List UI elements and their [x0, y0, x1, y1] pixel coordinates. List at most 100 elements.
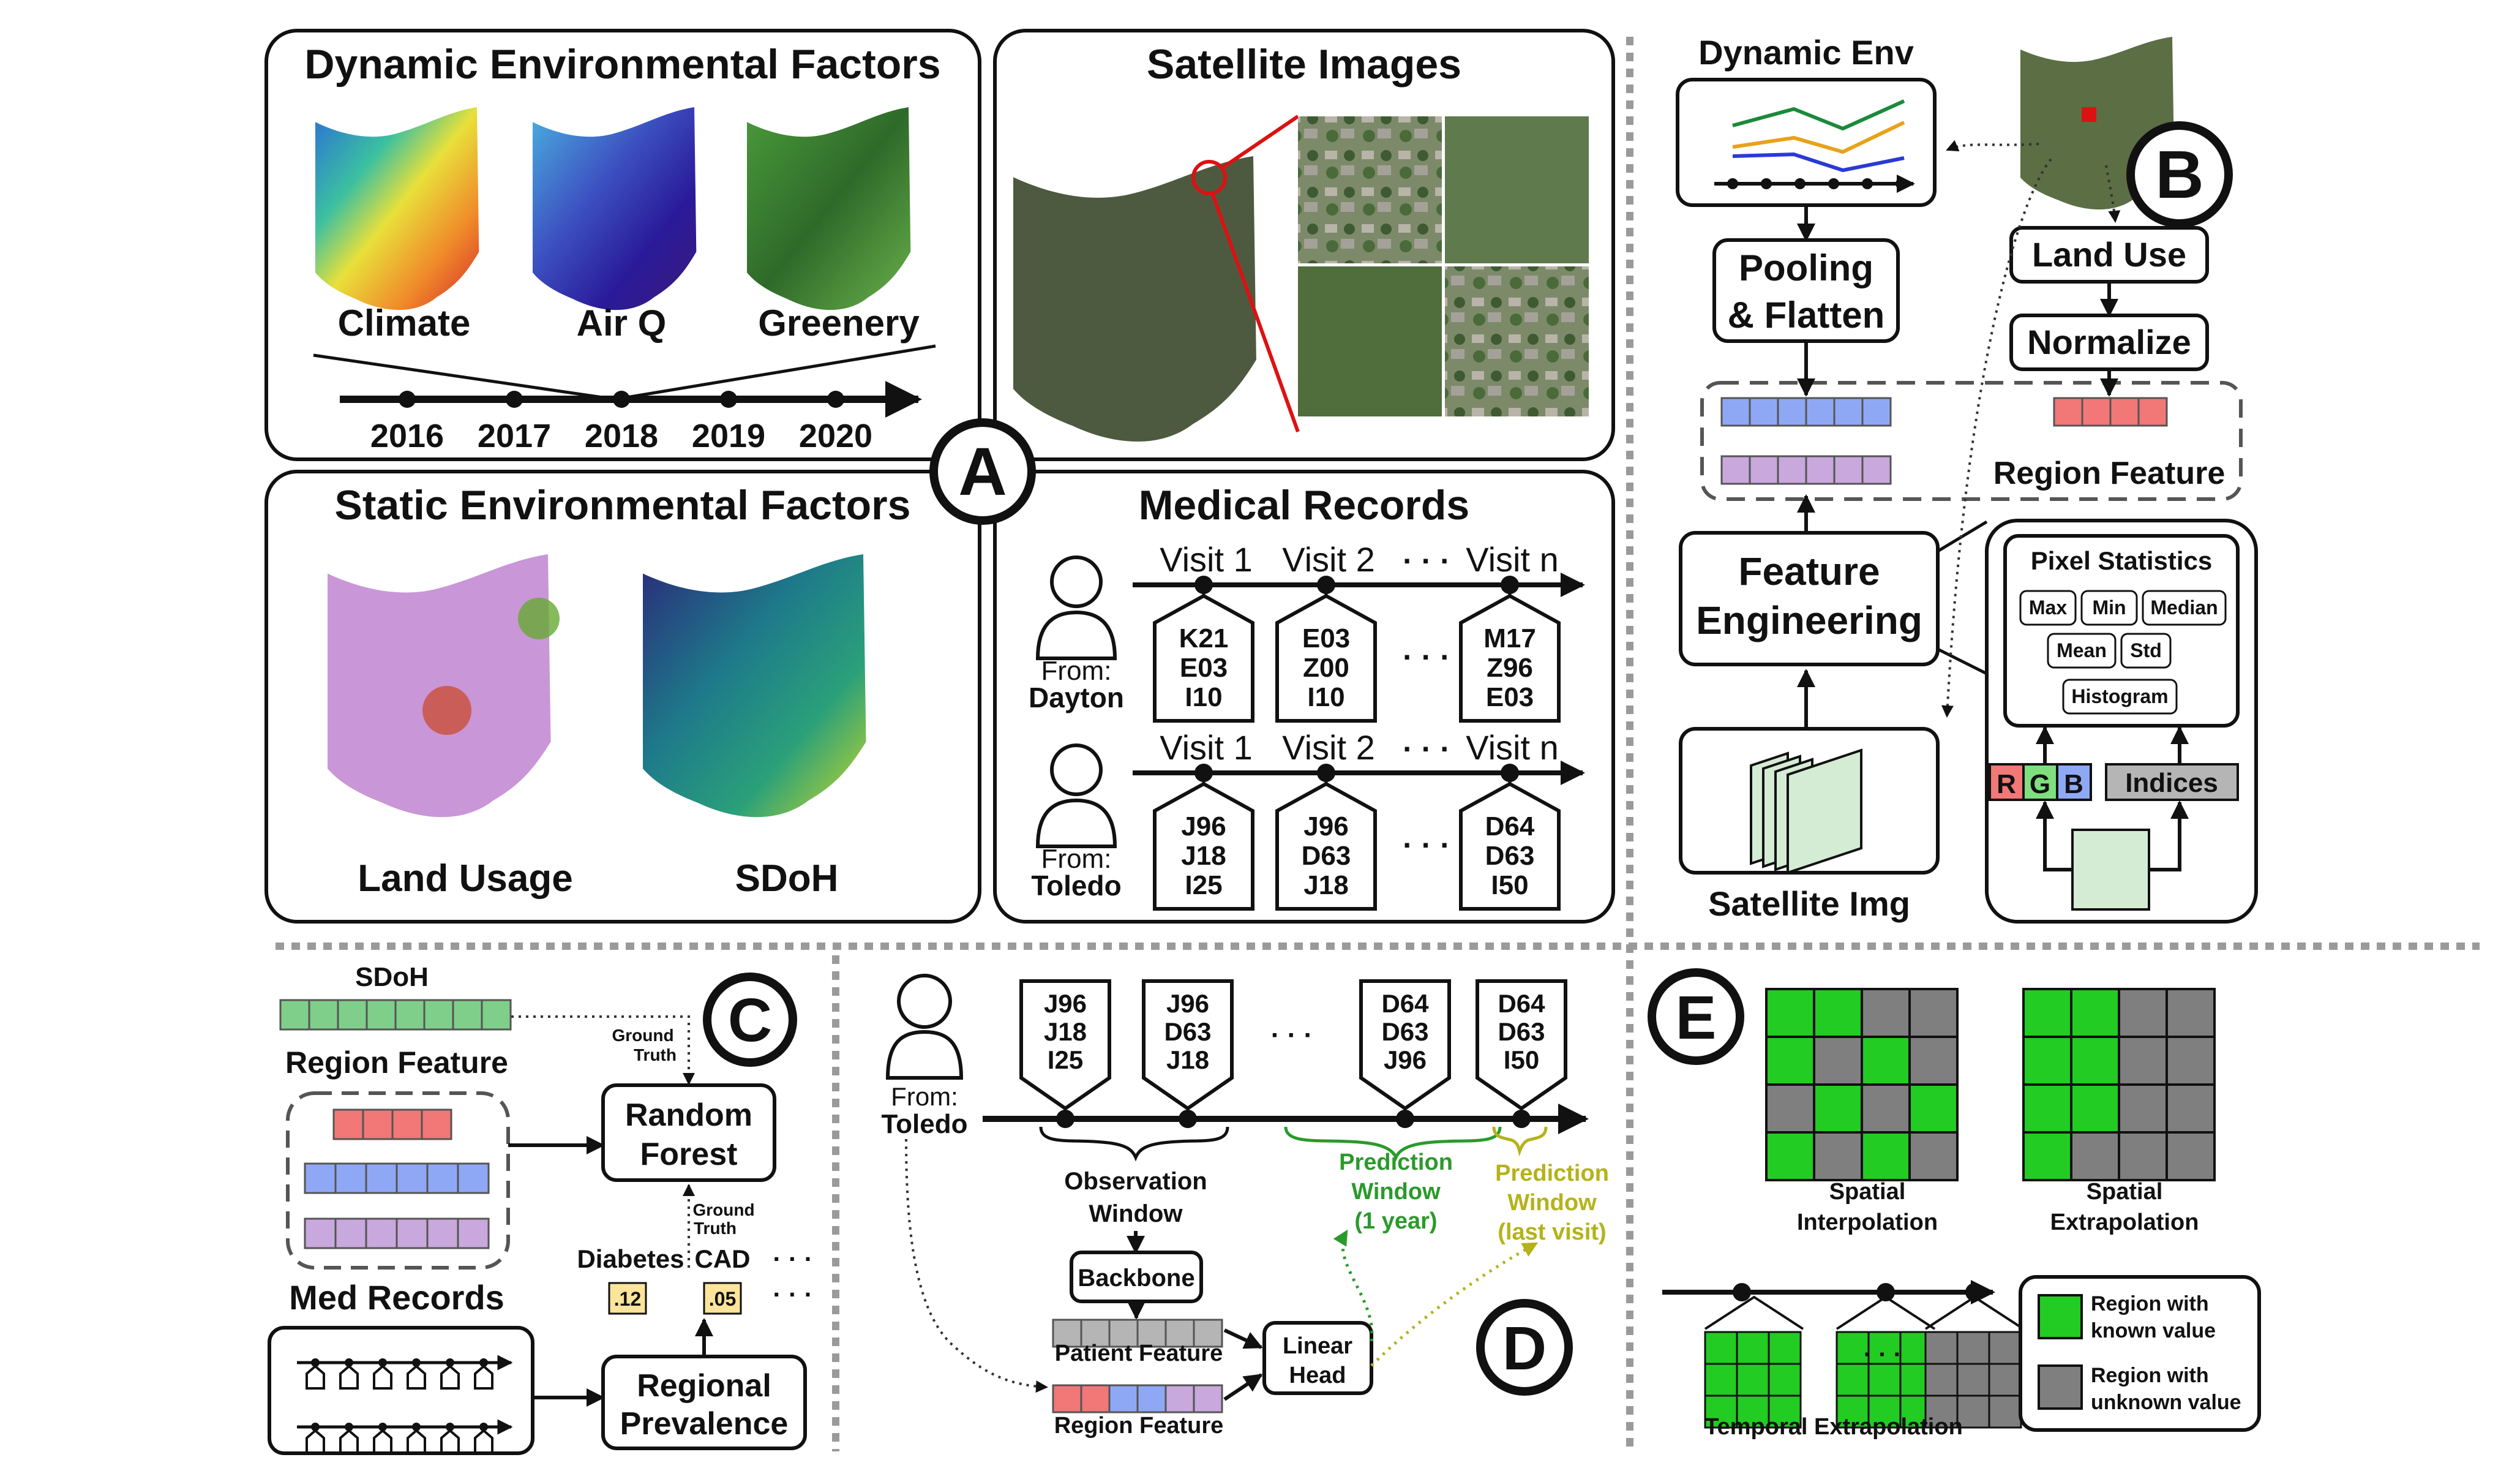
- regional-prevalence-label-1: Regional: [637, 1368, 771, 1404]
- patient-city-label: Dayton: [1029, 682, 1124, 713]
- known-cell: [1736, 1331, 1770, 1365]
- badge-e-label: E: [1676, 984, 1717, 1052]
- known-cell: [1736, 1363, 1770, 1397]
- zoom-line-2: [1937, 647, 1988, 675]
- feature-cell: [1833, 397, 1864, 427]
- panel-d: From: Toledo J96J18I25J96D63J18D64D63J96…: [882, 974, 1609, 1439]
- d-pred2-brace: [1492, 1126, 1548, 1157]
- grid-spatial-extrapolation: [2022, 988, 2216, 1181]
- visit-ellipsis: · · ·: [1403, 544, 1450, 578]
- badge-a-label: A: [958, 434, 1007, 510]
- icd-code: Z96: [1487, 653, 1533, 683]
- known-cell: [1867, 1363, 1902, 1397]
- known-cell: [1836, 1363, 1870, 1397]
- e-time-dot: [1733, 1283, 1751, 1301]
- land-urban-blob: [422, 686, 471, 735]
- d-visit-card: [1142, 979, 1234, 1111]
- e-time-dot: [1877, 1283, 1895, 1301]
- feature-cell: [457, 1217, 490, 1249]
- d-icd-code: D63: [1381, 1017, 1428, 1046]
- linear-head-label-1: Linear: [1283, 1333, 1352, 1359]
- d-visit-dot: [1512, 1110, 1531, 1128]
- fe-label-2: Engineering: [1696, 598, 1922, 642]
- visit-record-card: [1459, 593, 1561, 723]
- d-ellipsis: · · ·: [1271, 1020, 1313, 1050]
- e-time-link: [1924, 1295, 2025, 1330]
- unknown-cell: [1924, 1331, 1959, 1365]
- c-sdoh-bar: [279, 999, 512, 1031]
- year-dot: [506, 391, 523, 408]
- unknown-cell: [2118, 1131, 2168, 1181]
- badge-b: [2126, 121, 2233, 228]
- b-blue-feature-bar: [1720, 397, 1892, 427]
- aerial-tile-4: [1445, 266, 1589, 416]
- pooling-label-1: Pooling: [1739, 247, 1873, 288]
- greenery-label: Greenery: [758, 303, 920, 344]
- e-time-link: [1704, 1295, 1804, 1330]
- known-cell: [1765, 988, 1815, 1038]
- icd-code: M17: [1483, 623, 1536, 653]
- year-label: 2020: [799, 418, 872, 454]
- icd-code: I10: [1185, 682, 1222, 712]
- icd-code: K21: [1179, 623, 1229, 653]
- unknown-cell: [1908, 988, 1959, 1038]
- unknown-cell: [1988, 1394, 2022, 1429]
- icd-code: E03: [1486, 682, 1534, 712]
- patient-from-label: From:: [1041, 656, 1112, 686]
- d-pred1-brace: [1284, 1126, 1502, 1162]
- c-med-card: [440, 1429, 460, 1454]
- c-med-card: [306, 1429, 325, 1454]
- c-med-dot: [446, 1358, 454, 1367]
- feature-cell: [1720, 397, 1751, 427]
- feature-cell: [421, 1108, 452, 1140]
- sdoh-label: SDoH: [735, 857, 839, 900]
- zoom-line-top: [1220, 115, 1299, 170]
- visit-label: Visit n: [1466, 540, 1558, 579]
- c-med-dot: [378, 1358, 387, 1367]
- legend-known-swatch: [2038, 1294, 2083, 1339]
- visit-label: Visit 1: [1160, 540, 1252, 579]
- known-cell: [1704, 1331, 1738, 1365]
- unknown-cell: [1861, 988, 1911, 1038]
- known-cell: [2070, 988, 2120, 1038]
- fe-label-1: Feature: [1738, 549, 1880, 593]
- env-axis-dots: [1727, 178, 1907, 189]
- feature-cell: [391, 1108, 423, 1140]
- icd-code: D63: [1302, 841, 1351, 871]
- c-ground-truth-2a: Ground: [692, 1200, 754, 1219]
- unknown-cell: [2166, 1083, 2216, 1134]
- c-ellipsis-2: · · ·: [773, 1280, 812, 1309]
- c-ground-truth-2b: Truth: [694, 1219, 737, 1238]
- env-axis-dot: [1761, 178, 1772, 189]
- unknown-cell: [2118, 988, 2168, 1038]
- d-icd-code: J96: [1384, 1045, 1427, 1074]
- feature-cell: [1805, 455, 1836, 485]
- d-arrow-patient-head: [1223, 1328, 1263, 1349]
- c-med-card: [339, 1429, 359, 1454]
- icd-code: D63: [1485, 841, 1535, 871]
- c-med-dot: [345, 1423, 353, 1431]
- c-med-dot: [378, 1423, 387, 1431]
- extrap-label-2: Extrapolation: [2050, 1210, 2199, 1235]
- unknown-cell: [2118, 1083, 2168, 1134]
- zoom-line-bottom: [1210, 192, 1300, 433]
- feature-cell: [2081, 397, 2112, 427]
- land-usage-map: [328, 554, 551, 818]
- known-cell: [1861, 1036, 1911, 1086]
- feature-cell: [1749, 397, 1779, 427]
- unknown-cell: [2166, 988, 2216, 1038]
- stat-chip-label: Max: [2029, 596, 2067, 619]
- d-pred2-label-2: Window: [1507, 1190, 1597, 1216]
- d-from-label: From:: [891, 1082, 958, 1111]
- zoom-line-1: [1937, 520, 1988, 553]
- c-med-records-timelines: [297, 1355, 513, 1454]
- unknown-cell: [1861, 1083, 1911, 1134]
- e-time-link: [1836, 1295, 1936, 1330]
- d-visit-card: [1019, 979, 1111, 1111]
- year-label: 2019: [692, 418, 765, 454]
- panel-c: SDoH Ground Truth Region Feature Random …: [268, 962, 813, 1455]
- stat-chip-label: Mean: [2057, 639, 2107, 661]
- badge-d-label: D: [1502, 1314, 1547, 1383]
